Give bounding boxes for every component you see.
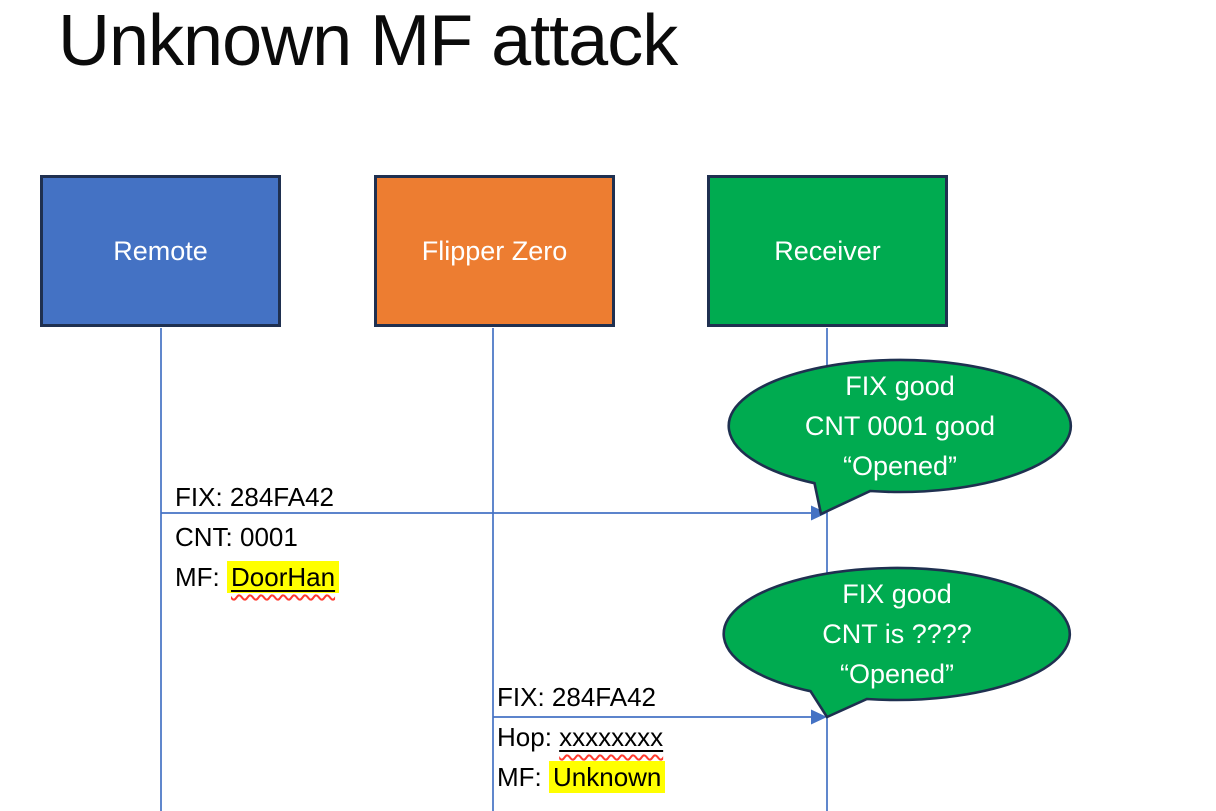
message-1-mf-value: DoorHan [231, 562, 336, 592]
message-2-hop: Hop: xxxxxxxx [497, 717, 665, 757]
callout-1-line-3: “Opened” [842, 451, 958, 481]
callout-1-line-1: FIX good [845, 371, 955, 401]
message-1-mf-value-highlight: DoorHan [227, 561, 340, 593]
message-2-fix: FIX: 284FA42 [497, 682, 656, 712]
page-title: Unknown MF attack [58, 1, 678, 81]
actor-label-flipper-zero: Flipper Zero [421, 235, 568, 266]
callout-1-text: FIX good CNT 0001 good “Opened” [729, 366, 1071, 486]
callout-bubble-2 [722, 566, 1071, 719]
message-2-mf: MF: Unknown [497, 757, 666, 797]
message-1-mf: MF: DoorHan [175, 557, 340, 597]
message-2-mf-prefix: MF: [497, 762, 549, 792]
actor-label-remote: Remote [113, 235, 208, 266]
message-arrow-1-head [811, 505, 827, 521]
callout-2-line-2: CNT is ???? [822, 619, 972, 649]
actor-box-receiver: Receiver [707, 175, 948, 327]
message-1-labels: FIX: 284FA42 CNT: 0001 MF: DoorHan [175, 477, 340, 597]
callout-2-line-1: FIX good [842, 579, 952, 609]
callout-1-line-2: CNT 0001 good [804, 411, 996, 441]
callout-2-text: FIX good CNT is ???? “Opened” [724, 574, 1070, 694]
message-2-mf-value: Unknown [549, 761, 666, 793]
message-1-mf-prefix: MF: [175, 562, 227, 592]
actor-box-remote: Remote [40, 175, 281, 327]
message-1-cnt: CNT: 0001 [175, 522, 298, 552]
callout-2-line-3: “Opened” [839, 659, 955, 689]
message-2-hop-prefix: Hop: [497, 722, 560, 752]
callout-bubble-1 [727, 358, 1072, 516]
message-2-hop-value-wrap: xxxxxxxx [559, 722, 663, 752]
actor-box-flipper-zero: Flipper Zero [374, 175, 615, 327]
actor-label-receiver: Receiver [774, 235, 881, 266]
message-2-hop-value: xxxxxxxx [559, 722, 664, 752]
message-2-labels: FIX: 284FA42 Hop: xxxxxxxx MF: Unknown [497, 677, 666, 797]
message-1-fix: FIX: 284FA42 [175, 482, 334, 512]
message-arrow-2-head [811, 709, 827, 725]
